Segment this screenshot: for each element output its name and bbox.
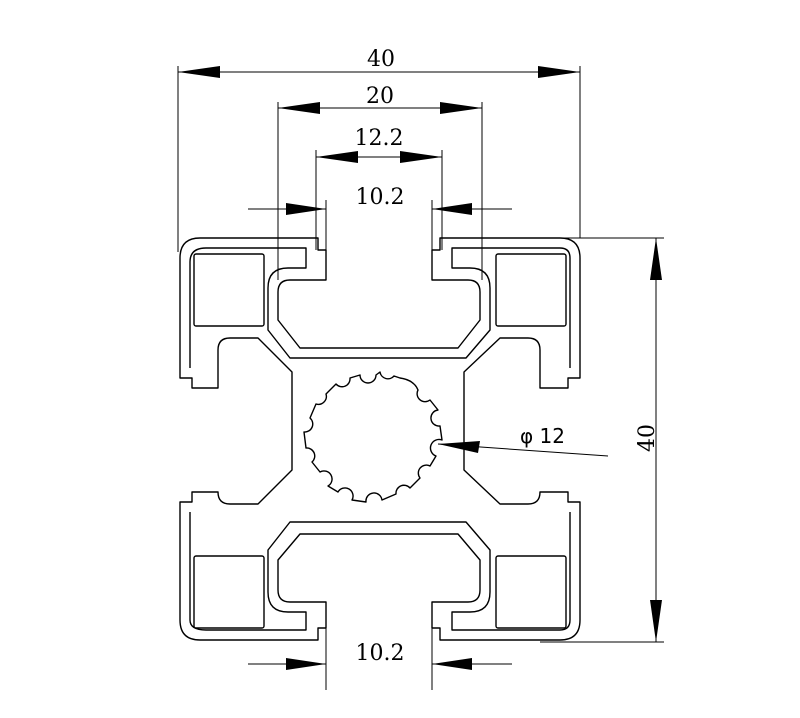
corner-cavity-bottom-left: [193, 555, 265, 629]
dim-center-bore-label: φ 12: [520, 424, 565, 448]
dim-bottom-slot-opening-label: 10.2: [356, 641, 405, 666]
corner-cavity-bottom-right: [495, 555, 567, 629]
dimension-outer-slot-width: 20: [277, 84, 483, 280]
inner-contour-bottom: [206, 512, 571, 631]
dimension-bottom-slot-opening: 10.2: [248, 628, 512, 690]
corner-cavity-top-left: [193, 253, 265, 327]
dimension-center-bore: φ 12: [437, 424, 609, 457]
dim-overall-height-label: 40: [635, 424, 660, 452]
dim-outer-slot-width-label: 20: [366, 84, 394, 109]
dimension-overall-height: 40: [540, 237, 664, 643]
profile-outline: [179, 237, 581, 641]
inner-contour-left: [189, 247, 207, 631]
dim-top-slot-opening-label: 10.2: [356, 185, 405, 210]
dim-overall-width-label: 40: [367, 47, 395, 72]
outer-contour: [179, 237, 581, 641]
dim-inner-slot-width-label: 12.2: [355, 126, 404, 151]
dimension-top-slot-opening: 10.2: [248, 185, 512, 250]
dimension-overall-width: 40: [177, 47, 581, 252]
center-bore: [303, 371, 443, 503]
corner-cavity-top-right: [495, 253, 567, 327]
dimension-inner-slot-width: 12.2: [315, 126, 443, 250]
inner-contour: [206, 247, 571, 368]
